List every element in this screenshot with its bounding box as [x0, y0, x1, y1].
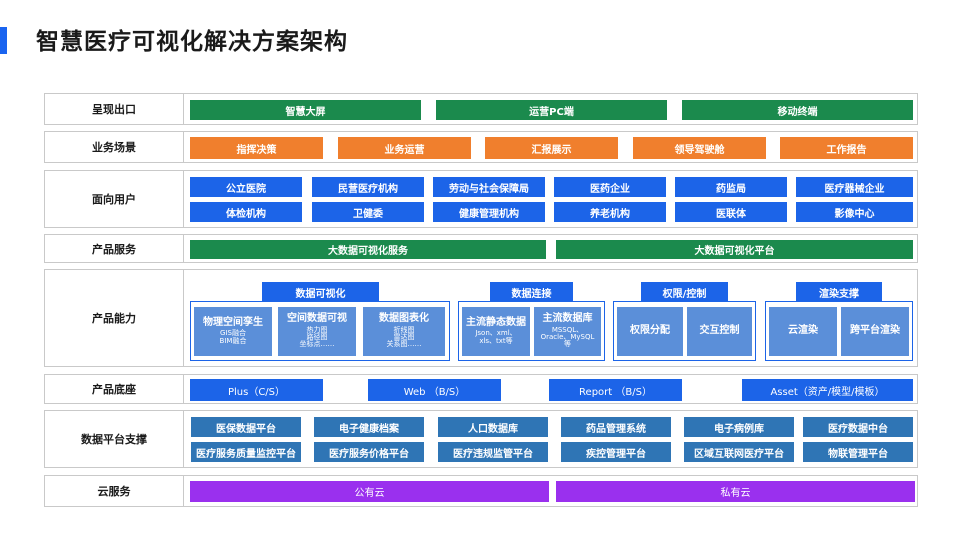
user-imaging-center: 影像中心: [796, 202, 913, 222]
capability-static-data-line: Json、xml、: [475, 329, 517, 338]
service-bigdata-service: 大数据可视化服务: [190, 240, 546, 259]
scenario-operation: 业务运营: [338, 137, 471, 159]
output-pc: 运营PC端: [436, 100, 667, 120]
capability-cloud-render: 云渲染: [769, 307, 837, 356]
platform-internet-medical: 区域互联网医疗平台: [684, 442, 794, 462]
capability-static-data-line: xls、txt等: [479, 336, 513, 345]
user-device-company: 医疗器械企业: [796, 177, 913, 197]
platform-emr: 电子病例库: [684, 417, 794, 437]
capability-data-charts-line: 关系图……: [386, 340, 422, 349]
row-label-presentation: 呈现出口: [45, 94, 184, 124]
capability-databases-title: 主流数据库: [542, 313, 593, 325]
capability-permission-assign: 权限分配: [617, 307, 683, 356]
capability-data-charts-line: 折线图: [393, 325, 415, 334]
output-mobile: 移动终端: [682, 100, 913, 120]
output-smart-screen: 智慧大屏: [190, 100, 421, 120]
user-checkup: 体检机构: [190, 202, 302, 222]
page-title: 智慧医疗可视化解决方案架构: [36, 29, 348, 55]
row-label-scenarios: 业务场景: [45, 132, 184, 162]
row-body-presentation: 智慧大屏 运营PC端 移动终端: [185, 94, 917, 124]
capability-physical-twin-line: BIM融合: [219, 336, 247, 345]
row-body-base: Plus（C/S） Web （B/S） Report （B/S） Asset（资…: [185, 375, 917, 403]
row-body-data-platform: 医保数据平台 电子健康档案 人口数据库 药品管理系统 电子病例库 医疗数据中台 …: [185, 411, 917, 467]
capability-static-data-title: 主流静态数据: [466, 316, 526, 328]
capability-spatial-data: 空间数据可视 热力图 路径图 坐标点……: [278, 307, 356, 356]
capability-group-title-visualization: 数据可视化: [262, 282, 379, 302]
base-plus: Plus（C/S）: [190, 379, 323, 401]
capability-data-charts-line: 雷达图: [393, 333, 415, 342]
capability-physical-twin: 物理空间孪生 GIS融合 BIM融合: [194, 307, 272, 356]
capability-databases-line: 等: [564, 340, 571, 349]
capability-group-title-permission: 权限/控制: [641, 282, 728, 302]
capability-group-title-connection: 数据连接: [490, 282, 573, 302]
base-asset: Asset（资产/模型/模板）: [742, 379, 913, 401]
row-scenarios: 业务场景 指挥决策 业务运营 汇报展示 领导驾驶舱 工作报告: [44, 131, 918, 163]
cloud-public: 公有云: [190, 481, 549, 502]
capability-databases-line: Oracle、MySQL: [540, 333, 595, 342]
platform-drug-mgmt: 药品管理系统: [561, 417, 671, 437]
row-label-cloud: 云服务: [45, 476, 184, 506]
capability-group-title-rendering: 渲染支撑: [796, 282, 882, 302]
row-label-users: 面向用户: [45, 171, 184, 227]
capability-spatial-data-line: 热力图: [306, 325, 328, 334]
row-services: 产品服务 大数据可视化服务 大数据可视化平台: [44, 234, 918, 263]
user-health-commission: 卫健委: [312, 202, 424, 222]
user-drug-admin: 药监局: [675, 177, 787, 197]
row-body-users: 公立医院 民营医疗机构 劳动与社会保障局 医药企业 药监局 医疗器械企业 体检机…: [185, 171, 917, 227]
platform-insurance: 医保数据平台: [191, 417, 301, 437]
row-label-services: 产品服务: [45, 235, 184, 262]
row-cloud: 云服务 公有云 私有云: [44, 475, 918, 507]
platform-population-db: 人口数据库: [438, 417, 548, 437]
platform-data-middle: 医疗数据中台: [803, 417, 913, 437]
user-private-medical: 民营医疗机构: [312, 177, 424, 197]
user-elderly-care: 养老机构: [554, 202, 666, 222]
capability-data-charts-title: 数据图表化: [379, 313, 429, 325]
scenario-cockpit: 领导驾驶舱: [633, 137, 766, 159]
platform-violation: 医疗违规监管平台: [438, 442, 548, 462]
capability-static-data: 主流静态数据 Json、xml、 xls、txt等: [462, 307, 530, 356]
capability-cross-platform-render: 跨平台渲染: [841, 307, 909, 356]
scenario-command: 指挥决策: [190, 137, 323, 159]
service-bigdata-platform: 大数据可视化平台: [556, 240, 913, 259]
user-public-hospital: 公立医院: [190, 177, 302, 197]
user-labor-bureau: 劳动与社会保障局: [433, 177, 545, 197]
title-accent-bar: [0, 27, 7, 54]
row-body-services: 大数据可视化服务 大数据可视化平台: [185, 235, 917, 262]
platform-iot: 物联管理平台: [803, 442, 913, 462]
user-health-mgmt: 健康管理机构: [433, 202, 545, 222]
row-body-scenarios: 指挥决策 业务运营 汇报展示 领导驾驶舱 工作报告: [185, 132, 917, 162]
user-pharma: 医药企业: [554, 177, 666, 197]
capability-databases: 主流数据库 MSSQL、 Oracle、MySQL 等: [534, 307, 601, 356]
row-label-data-platform: 数据平台支撑: [45, 411, 184, 467]
row-presentation: 呈现出口 智慧大屏 运营PC端 移动终端: [44, 93, 918, 125]
row-label-capabilities: 产品能力: [45, 270, 184, 366]
platform-pricing: 医疗服务价格平台: [314, 442, 424, 462]
capability-data-charts: 数据图表化 折线图 雷达图 关系图……: [363, 307, 445, 356]
platform-quality-monitor: 医疗服务质量监控平台: [191, 442, 301, 462]
base-report: Report （B/S）: [549, 379, 682, 401]
base-web: Web （B/S）: [368, 379, 501, 401]
row-data-platform: 数据平台支撑 医保数据平台 电子健康档案 人口数据库 药品管理系统 电子病例库 …: [44, 410, 918, 468]
row-body-capabilities: 数据可视化 物理空间孪生 GIS融合 BIM融合 空间数据可视 热力图 路径图 …: [185, 270, 917, 366]
row-body-cloud: 公有云 私有云: [185, 476, 917, 506]
capability-databases-line: MSSQL、: [551, 325, 584, 334]
row-users: 面向用户 公立医院 民营医疗机构 劳动与社会保障局 医药企业 药监局 医疗器械企…: [44, 170, 918, 228]
capability-physical-twin-title: 物理空间孪生: [203, 316, 263, 328]
scenario-work-report: 工作报告: [780, 137, 913, 159]
row-label-base: 产品底座: [45, 375, 184, 403]
cloud-private: 私有云: [556, 481, 915, 502]
capability-spatial-data-line: 坐标点……: [299, 340, 335, 349]
capability-interaction-control: 交互控制: [687, 307, 752, 356]
platform-disease-control: 疾控管理平台: [561, 442, 671, 462]
capability-spatial-data-title: 空间数据可视: [287, 313, 347, 325]
row-base: 产品底座 Plus（C/S） Web （B/S） Report （B/S） As…: [44, 374, 918, 404]
scenario-report-display: 汇报展示: [485, 137, 618, 159]
row-capabilities: 产品能力 数据可视化 物理空间孪生 GIS融合 BIM融合 空间数据可视 热力图…: [44, 269, 918, 367]
capability-physical-twin-line: GIS融合: [220, 329, 246, 338]
platform-health-records: 电子健康档案: [314, 417, 424, 437]
user-medical-alliance: 医联体: [675, 202, 787, 222]
capability-spatial-data-line: 路径图: [306, 333, 328, 342]
